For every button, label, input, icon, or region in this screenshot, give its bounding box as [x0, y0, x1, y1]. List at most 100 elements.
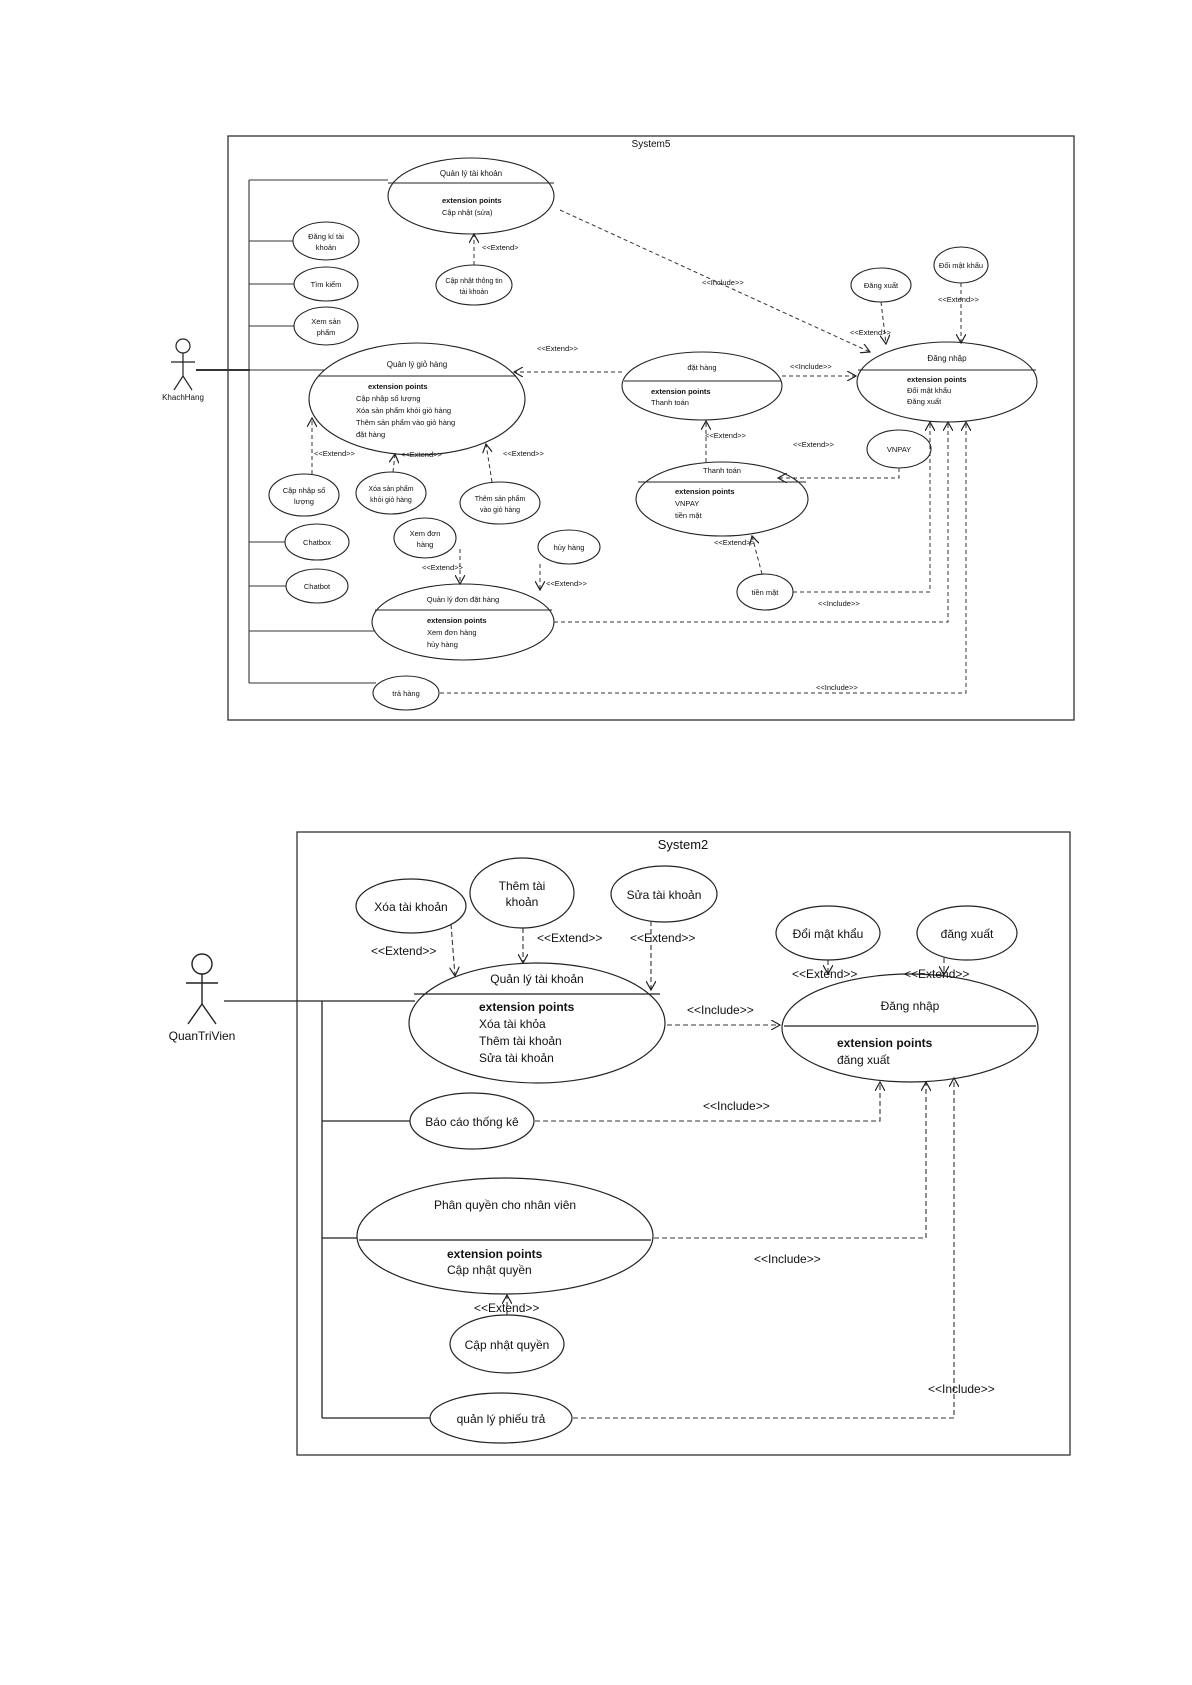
actor-label: QuanTriVien: [169, 1029, 236, 1043]
usecase-ellipse: [293, 266, 359, 302]
diagram-label: Đăng kí tài: [308, 232, 344, 241]
diagram-label: Chatbot: [304, 582, 331, 591]
diagram-label: Sửa tài khoản: [479, 1051, 554, 1065]
usecase-ellipse: [610, 865, 718, 923]
diagram-label: Xóa tài khoản: [374, 900, 447, 914]
diagram-label: <<Extend>>: [537, 931, 602, 945]
extend-dangxuat-dangnhap: [881, 301, 886, 344]
include-phanquyen-dangnhap: [654, 1082, 926, 1239]
diagram-label: <<Extend>>: [537, 344, 578, 353]
actor-leg-right: [201, 1003, 217, 1025]
diagram-label: extension points: [427, 616, 487, 625]
diagram-label: Xem đơn: [410, 529, 441, 538]
usecase-ellipse: [409, 1092, 535, 1150]
usecase-dang-nhap-2: Đăng nhập extension points đăng xuất: [781, 973, 1039, 1083]
usecase-phan-quyen: Phân quyền cho nhân viên extension point…: [356, 1177, 654, 1295]
diagram-2: System2 QuanTriVien Xóa tài khoản Thêm t…: [169, 831, 1071, 1456]
diagram-label: Báo cáo thống kê: [425, 1115, 519, 1129]
diagram-label: extension points: [837, 1036, 933, 1050]
usecase-doi-mat-khau-2: Đổi mật khẩu: [775, 905, 881, 961]
usecase-ellipse: [284, 523, 350, 561]
diagram-label: <<Include>>: [790, 362, 832, 371]
diagram-label: <<Extend>>: [474, 1301, 539, 1315]
include-tienmat-dangnhap: [793, 422, 930, 593]
usecase-dang-xuat-1: Đăng xuất: [850, 267, 912, 303]
diagram-label: <<Extend>>: [314, 449, 355, 458]
relations-2: [451, 921, 954, 1419]
usecase-ellipse: [459, 481, 541, 525]
actor-khachhang: KhachHang: [162, 338, 204, 402]
usecase-quan-ly-tai-khoan-1: Quản lý tài khoản extension points Cập n…: [387, 157, 555, 235]
diagram-label: extension points: [479, 1000, 575, 1014]
usecase-quan-ly-phieu-tra: quản lý phiếu trả: [429, 1392, 573, 1444]
diagram-label: VNPAY: [675, 499, 699, 508]
diagram-label: Cập nhật (sửa): [442, 208, 493, 217]
actor-label: KhachHang: [162, 393, 204, 402]
diagram-label: Cập nhật quyền: [465, 1338, 550, 1352]
diagram-label: <<Include>>: [816, 683, 858, 692]
include-qltk-dangnhap: [559, 209, 870, 352]
usecase-quan-ly-tai-khoan-2: Quản lý tài khoản extension points Xóa t…: [408, 962, 666, 1084]
diagram-label: Đổi mật khẩu: [907, 386, 951, 395]
actor-leg-left: [187, 1003, 203, 1025]
diagram-label: tài khoản: [460, 289, 489, 296]
usecase-cap-nhat-thong-tin: Cập nhật thông tin tài khoản: [435, 264, 513, 306]
diagram-label: <<Extend>>: [422, 563, 463, 572]
actor-leg-right: [182, 375, 193, 391]
usecase-chatbox: Chatbox: [284, 523, 350, 561]
diagram-label: extension points: [907, 375, 967, 384]
diagram-label: <<Include>>: [702, 278, 744, 287]
diagram-label: tiền mặt: [752, 588, 780, 597]
diagram-label: Xóa sản phẩm khỏi giỏ hàng: [356, 406, 451, 415]
diagram-label: Cập nhập số lượng: [356, 394, 421, 403]
diagram-label: VNPAY: [887, 445, 911, 454]
diagram-label: Đổi mật khẩu: [939, 261, 983, 270]
actor-quantrivien: QuanTriVien: [169, 953, 236, 1043]
diagram-label: Xóa tài khỏa: [479, 1017, 546, 1031]
usecase-cap-nhat-quyen: Cập nhật quyền: [449, 1314, 565, 1374]
usecase-tien-mat: tiền mặt: [736, 573, 794, 611]
usecase-ellipse: [916, 905, 1018, 961]
diagram-label: Quản lý giỏ hàng: [387, 360, 448, 369]
diagram-label: Xem sản: [311, 317, 341, 326]
diagram-label: Phân quyền cho nhân viên: [434, 1198, 576, 1212]
usecase-ellipse: [469, 857, 575, 929]
diagram-label: phẩm: [317, 328, 336, 337]
include-phieutra-dangnhap: [573, 1078, 954, 1419]
usecase-tim-kiem: Tìm kiếm: [293, 266, 359, 302]
usecase-sua-tai-khoan: Sửa tài khoản: [610, 865, 718, 923]
diagram-label: Đổi mật khẩu: [793, 927, 864, 941]
usecase-doi-mat-khau-1: Đổi mật khẩu: [933, 246, 989, 284]
diagram-label: <<Extend>>: [630, 931, 695, 945]
usecase-ellipse: [781, 973, 1039, 1083]
system-label-2: System2: [658, 837, 709, 852]
diagram-label: <<Extend>: [482, 243, 519, 252]
system-label-1: System5: [632, 139, 671, 150]
diagram-label: trả hàng: [392, 689, 420, 698]
usecase-dang-ky-tai-khoan: Đăng kí tài khoản: [292, 221, 360, 261]
usecase-bao-cao-thong-ke: Báo cáo thống kê: [409, 1092, 535, 1150]
diagram-label: Đăng xuất: [864, 281, 899, 290]
usecase-ellipse: [429, 1392, 573, 1444]
diagram-label: đăng xuất: [837, 1053, 890, 1067]
usecase-dat-hang: đặt hàng extension points Thanh toán: [621, 351, 783, 421]
usecase-them-tai-khoan: Thêm tài khoản: [469, 857, 575, 929]
diagram-label: <<Include>>: [703, 1099, 770, 1113]
diagram-label: extension points: [651, 387, 711, 396]
diagram-label: Cập nhật thông tin: [445, 278, 502, 285]
diagram-label: Thêm sản phẩm vào giỏ hàng: [356, 418, 455, 427]
usecase-ellipse: [293, 306, 359, 346]
diagram-label: Tìm kiếm: [311, 280, 342, 289]
diagram-label: Cập nhật quyền: [447, 1263, 532, 1277]
diagram-label: khoản: [506, 895, 539, 909]
usecase-ellipse: [537, 529, 601, 565]
diagram-label: khoản: [316, 243, 336, 252]
usecase-ellipse: [355, 471, 427, 515]
diagram-label: <<Extend>>: [371, 944, 436, 958]
usecase-quan-ly-gio-hang: Quản lý giỏ hàng extension points Cập nh…: [308, 342, 526, 456]
diagram-label: quản lý phiếu trả: [457, 1412, 546, 1426]
usecase-ellipse: [355, 878, 467, 934]
diagram-label: khỏi giỏ hàng: [370, 496, 412, 504]
usecase-ellipse: [268, 473, 340, 517]
diagram-label: <<Extend>>: [401, 450, 442, 459]
